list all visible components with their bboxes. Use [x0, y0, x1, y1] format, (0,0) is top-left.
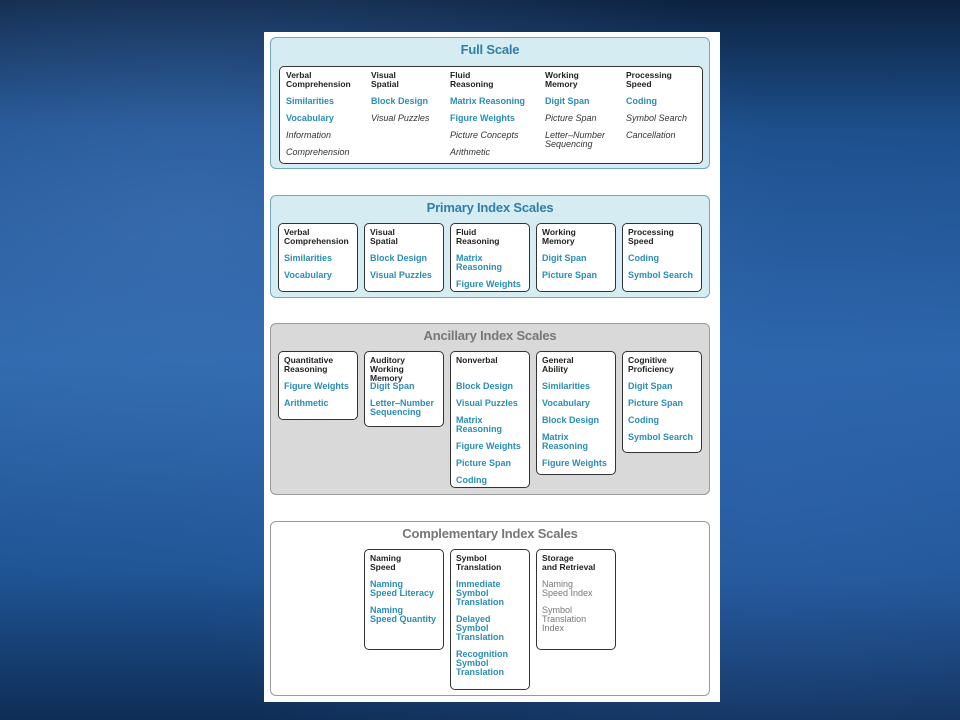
index-subtest: Digit Span — [370, 381, 415, 391]
index-subtest: Figure Weights — [456, 279, 521, 289]
index-subtest: Block Design — [542, 415, 600, 425]
index-subtest: Coding — [628, 415, 659, 425]
primary-box-visual-spatial: Visual Spatial Block Design Visual Puzzl… — [364, 223, 444, 292]
fs-supplemental-subtest: Comprehension — [286, 147, 350, 157]
index-subtest: Matrix Reasoning — [456, 253, 503, 272]
fs-supplemental-subtest: Information — [286, 130, 332, 140]
index-subtest: Visual Puzzles — [370, 270, 432, 280]
index-header: Fluid Reasoning — [456, 227, 500, 246]
index-subtest: Matrix Reasoning — [542, 432, 589, 451]
index-subtest: Picture Span — [628, 398, 684, 408]
index-header: Naming Speed — [370, 553, 402, 572]
ancillary-index-panel: Ancillary Index Scales Quantitative Reas… — [270, 323, 710, 495]
fs-col-header: Verbal Comprehension — [286, 70, 351, 89]
complementary-box-naming-speed: Naming Speed Naming Speed Literacy Namin… — [364, 549, 444, 650]
primary-box-working-memory: Working Memory Digit Span Picture Span — [536, 223, 616, 292]
full-scale-title: Full Scale — [460, 42, 520, 57]
index-subtest: Recognition Symbol Translation — [456, 649, 508, 677]
index-subtest: Symbol Search — [628, 432, 694, 442]
index-subtest: Letter–Number Sequencing — [370, 398, 435, 417]
index-subtest: Naming Speed Index — [542, 579, 593, 598]
fs-col-header: Processing Speed — [626, 70, 672, 89]
index-subtest: Immediate Symbol Translation — [456, 579, 505, 607]
fs-supplemental-subtest: Arithmetic — [450, 147, 491, 157]
diagram-slide: Full Scale Verbal Comprehension Similari… — [264, 32, 720, 702]
primary-index-panel: Primary Index Scales Verbal Comprehensio… — [270, 195, 710, 298]
fs-core-subtest: Matrix Reasoning — [450, 96, 526, 106]
fs-col-header: Fluid Reasoning — [450, 70, 494, 89]
index-subtest: Matrix Reasoning — [456, 415, 503, 434]
index-subtest: Block Design — [456, 381, 514, 391]
index-header: Processing Speed — [628, 227, 674, 246]
index-header: Symbol Translation — [456, 553, 502, 572]
fs-col-verbal-comprehension: Verbal Comprehension Similarities Vocabu… — [286, 71, 368, 157]
complementary-index-title: Complementary Index Scales — [402, 526, 578, 541]
fs-col-working-memory: Working Memory Digit Span Picture Span L… — [545, 71, 623, 149]
fs-core-subtest: Coding — [626, 96, 657, 106]
full-scale-box: Verbal Comprehension Similarities Vocabu… — [279, 66, 703, 164]
index-subtest: Symbol Search — [628, 270, 694, 280]
index-subtest: Digit Span — [628, 381, 673, 391]
complementary-box-storage-and-retrieval: Storage and Retrieval Naming Speed Index… — [536, 549, 616, 650]
index-header: Verbal Comprehension — [284, 227, 349, 246]
index-subtest: Symbol Translation Index — [542, 605, 587, 633]
index-header: General Ability — [542, 355, 574, 374]
index-header: Auditory Working Memory — [370, 355, 405, 383]
index-subtest: Figure Weights — [284, 381, 349, 391]
fs-supplemental-subtest: Picture Span — [545, 113, 597, 123]
fs-col-fluid-reasoning: Fluid Reasoning Matrix Reasoning Figure … — [450, 71, 542, 157]
fs-supplemental-subtest: Symbol Search — [626, 113, 688, 123]
fs-col-visual-spatial: Visual Spatial Block Design Visual Puzzl… — [371, 71, 447, 123]
index-subtest: Delayed Symbol Translation — [456, 614, 505, 642]
fs-supplemental-subtest: Cancellation — [626, 130, 676, 140]
index-subtest: Block Design — [370, 253, 428, 263]
ancillary-box-quantitative-reasoning: Quantitative Reasoning Figure Weights Ar… — [278, 351, 358, 420]
index-subtest: Figure Weights — [542, 458, 607, 468]
index-subtest: Visual Puzzles — [456, 398, 518, 408]
ancillary-box-auditory-working-memory: Auditory Working Memory Digit Span Lette… — [364, 351, 444, 427]
index-subtest: Vocabulary — [284, 270, 332, 280]
index-subtest: Similarities — [284, 253, 333, 263]
complementary-index-panel: Complementary Index Scales Naming Speed … — [270, 521, 710, 696]
index-subtest: Vocabulary — [542, 398, 590, 408]
fs-core-subtest: Digit Span — [545, 96, 590, 106]
index-subtest: Coding — [628, 253, 659, 263]
fs-col-header: Visual Spatial — [371, 70, 399, 89]
index-subtest: Similarities — [542, 381, 591, 391]
index-subtest: Arithmetic — [284, 398, 329, 408]
ancillary-box-nonverbal: Nonverbal Block Design Visual Puzzles Ma… — [450, 351, 530, 488]
index-subtest: Picture Span — [542, 270, 598, 280]
index-subtest: Naming Speed Literacy — [370, 579, 435, 598]
primary-index-title: Primary Index Scales — [426, 200, 554, 215]
index-header: Quantitative Reasoning — [284, 355, 334, 374]
primary-box-fluid-reasoning: Fluid Reasoning Matrix Reasoning Figure … — [450, 223, 530, 292]
fs-col-processing-speed: Processing Speed Coding Symbol Search Ca… — [626, 71, 702, 140]
index-subtest: Picture Span — [456, 458, 512, 468]
fs-supplemental-subtest: Picture Concepts — [450, 130, 519, 140]
index-header: Storage and Retrieval — [542, 553, 596, 572]
index-subtest: Figure Weights — [456, 441, 521, 451]
index-subtest: Digit Span — [542, 253, 587, 263]
index-header: Nonverbal — [456, 355, 498, 365]
primary-box-verbal-comprehension: Verbal Comprehension Similarities Vocabu… — [278, 223, 358, 292]
index-header: Visual Spatial — [370, 227, 398, 246]
complementary-box-symbol-translation: Symbol Translation Immediate Symbol Tran… — [450, 549, 530, 690]
fs-supplemental-subtest: Visual Puzzles — [371, 113, 430, 123]
fs-col-header: Working Memory — [545, 70, 579, 89]
full-scale-panel: Full Scale Verbal Comprehension Similari… — [270, 37, 710, 169]
ancillary-box-general-ability: General Ability Similarities Vocabulary … — [536, 351, 616, 475]
index-header: Cognitive Proficiency — [628, 355, 674, 374]
ancillary-box-cognitive-proficiency: Cognitive Proficiency Digit Span Picture… — [622, 351, 702, 453]
fs-core-subtest: Similarities — [286, 96, 335, 106]
index-subtest: Coding — [456, 475, 487, 485]
ancillary-index-title: Ancillary Index Scales — [423, 328, 557, 343]
fs-supplemental-subtest: Letter–Number Sequencing — [545, 130, 606, 149]
primary-box-processing-speed: Processing Speed Coding Symbol Search — [622, 223, 702, 292]
fs-core-subtest: Figure Weights — [450, 113, 515, 123]
fs-core-subtest: Block Design — [371, 96, 429, 106]
fs-core-subtest: Vocabulary — [286, 113, 334, 123]
index-subtest: Naming Speed Quantity — [370, 605, 437, 624]
index-header: Working Memory — [542, 227, 576, 246]
